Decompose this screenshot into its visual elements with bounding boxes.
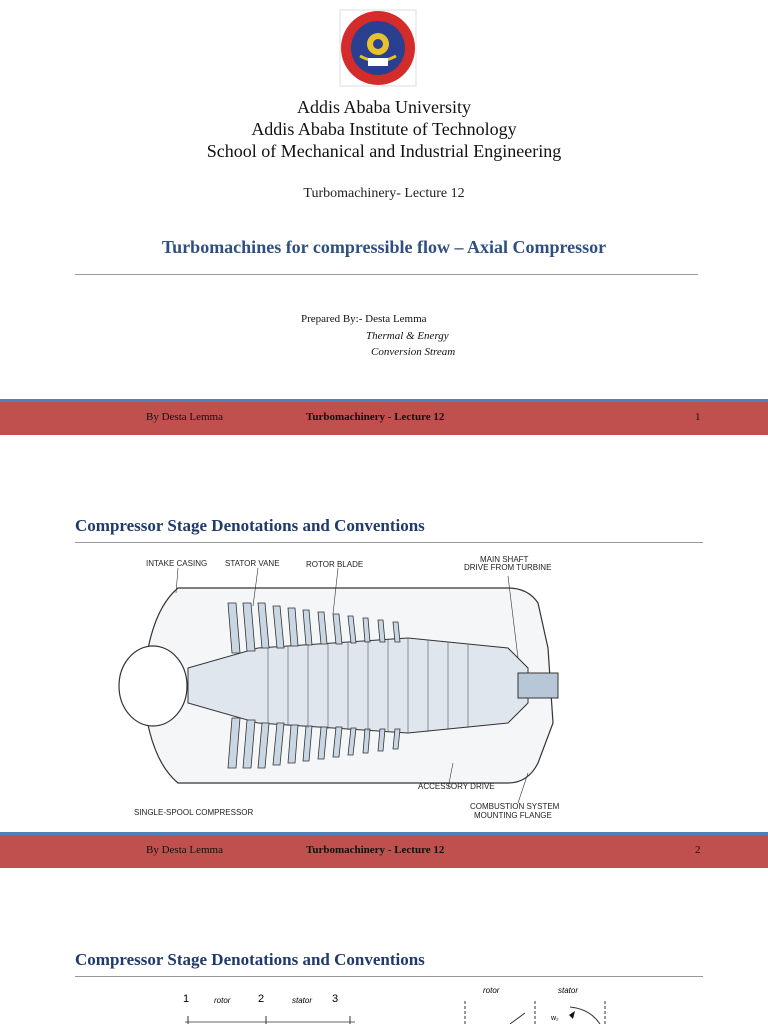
slide-title: Compressor Stage Denotations and Convent… <box>75 516 425 535</box>
footer-course: Turbomachinery - Lecture 12 <box>306 844 445 856</box>
footer-author: By Desta Lemma <box>146 844 223 856</box>
slide-title: Compressor Stage Denotations and Convent… <box>75 950 425 969</box>
stream-line-1: Thermal & Energy <box>366 330 449 342</box>
station-2-label: 2 <box>258 993 265 1005</box>
footer-course: Turbomachinery - Lecture 12 <box>306 411 445 423</box>
main-shaft-label: MAIN SHAFT <box>480 555 529 564</box>
rotor-blade-label: ROTOR BLADE <box>306 560 364 569</box>
slide-footer: By Desta Lemma Turbomachinery - Lecture … <box>0 399 768 435</box>
slide-footer: By Desta Lemma Turbomachinery - Lecture … <box>0 832 768 868</box>
stator-label: stator <box>292 996 313 1005</box>
mounting-flange-label: MOUNTING FLANGE <box>474 811 552 820</box>
prepared-by: Prepared By:- Desta Lemma <box>301 313 427 325</box>
compressor-cutaway-diagram <box>108 548 568 826</box>
title-divider <box>75 274 698 275</box>
lecture-label: Turbomachinery- Lecture 12 <box>303 186 465 201</box>
rotor-label: rotor <box>214 996 231 1005</box>
stator-label-right: stator <box>558 986 579 995</box>
title-divider <box>75 542 703 543</box>
title-divider <box>75 976 703 977</box>
rotor-label-right: rotor <box>483 986 500 995</box>
school-name: School of Mechanical and Industrial Engi… <box>206 141 562 161</box>
slide-title: Turbomachines for compressible flow – Ax… <box>161 237 607 257</box>
drive-from-turbine-label: DRIVE FROM TURBINE <box>464 563 552 572</box>
velocity-triangle-diagram <box>455 995 625 1025</box>
station-lines <box>180 1010 360 1024</box>
footer-page-number: 2 <box>695 844 701 856</box>
station-1-label: 1 <box>183 993 190 1005</box>
footer-author: By Desta Lemma <box>146 411 223 423</box>
combustion-system-label: COMBUSTION SYSTEM <box>470 802 560 811</box>
university-name: Addis Ababa University <box>297 97 471 117</box>
stator-vane-label: STATOR VANE <box>225 559 280 568</box>
station-3-label: 3 <box>332 993 339 1005</box>
footer-page-number: 1 <box>695 411 701 423</box>
stream-line-2: Conversion Stream <box>371 346 456 358</box>
intake-casing-label: INTAKE CASING <box>146 559 208 568</box>
w2-label: w₂ <box>551 1015 559 1022</box>
institute-name: Addis Ababa Institute of Technology <box>251 119 517 139</box>
accessory-drive-label: ACCESSORY DRIVE <box>418 782 495 791</box>
single-spool-label: SINGLE-SPOOL COMPRESSOR <box>134 808 254 817</box>
university-logo <box>338 8 418 88</box>
